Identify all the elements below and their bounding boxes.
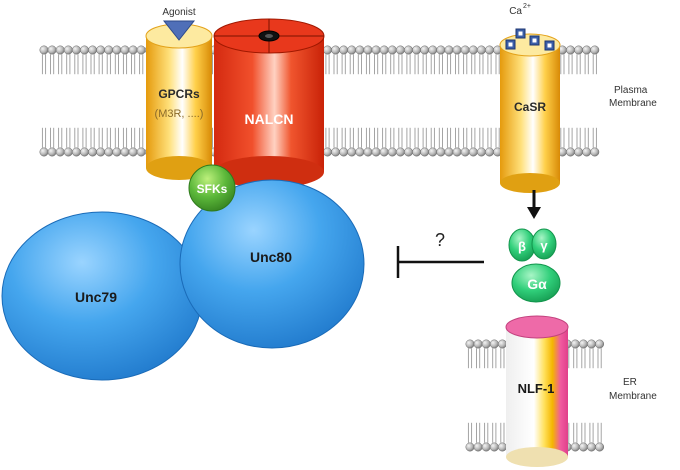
unc80-label: Unc80 bbox=[250, 249, 292, 265]
calcium-ions bbox=[505, 28, 555, 51]
nalcn-label: NALCN bbox=[245, 111, 294, 127]
nlf1-protein bbox=[505, 315, 569, 467]
gpcrs-label: GPCRs bbox=[158, 87, 200, 101]
unc80-protein bbox=[179, 179, 365, 349]
nlf1-label: NLF-1 bbox=[518, 381, 555, 396]
plasma-membrane-label-2: Membrane bbox=[609, 98, 657, 109]
gpcrs-sublabel: (M3R, ....) bbox=[155, 108, 204, 120]
casr-label: CaSR bbox=[514, 100, 546, 114]
g-protein-complex bbox=[508, 228, 561, 303]
galpha-label: Gα bbox=[527, 276, 547, 292]
agonist-triangle bbox=[162, 20, 196, 41]
sfks-kinase bbox=[188, 164, 236, 212]
casr-to-gprotein-arrow bbox=[527, 190, 541, 219]
unc79-label: Unc79 bbox=[75, 289, 117, 305]
g-alpha-subunit bbox=[511, 263, 561, 303]
question-mark: ? bbox=[435, 230, 445, 250]
gpcr-receptor bbox=[145, 23, 213, 180]
beta-label: β bbox=[518, 239, 526, 254]
er-membrane-label-2: Membrane bbox=[609, 391, 657, 402]
sfks-label: SFKs bbox=[197, 182, 228, 196]
plasma-membrane-label-1: Plasma bbox=[614, 85, 648, 96]
agonist-label: Agonist bbox=[162, 7, 196, 18]
ca-label: Ca bbox=[509, 6, 522, 17]
inhibition-arrow bbox=[396, 246, 484, 278]
gamma-label: γ bbox=[540, 238, 548, 253]
g-gamma-subunit bbox=[531, 228, 557, 260]
er-membrane-label-1: ER bbox=[623, 377, 637, 388]
ca-superscript: 2+ bbox=[523, 3, 531, 10]
nalcn-channel bbox=[213, 18, 325, 188]
